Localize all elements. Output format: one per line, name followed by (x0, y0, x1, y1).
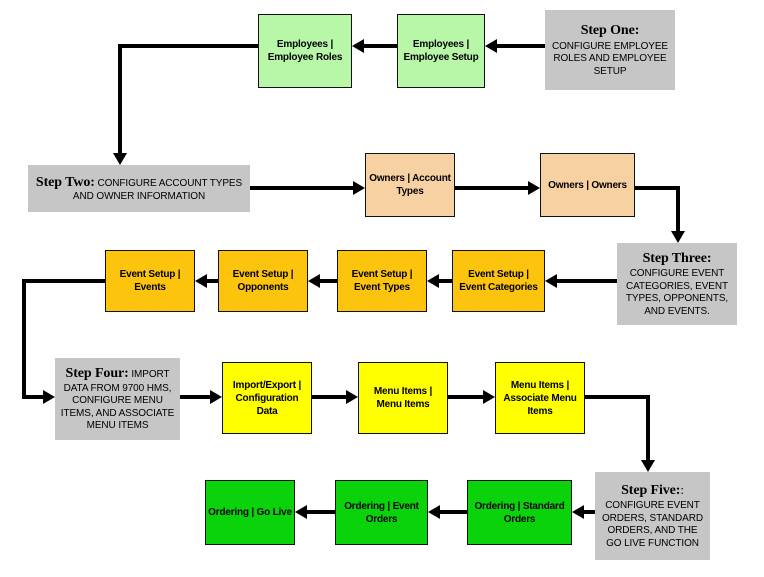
arrow-line (320, 279, 337, 283)
step-four-title: Step Four: (65, 366, 129, 382)
node-ordering-standard-orders: Ordering | Standard Orders (467, 480, 572, 545)
node-ordering-event-orders: Ordering | Event Orders (335, 480, 428, 545)
node-import-export-configuration-data: Import/Export | Configuration Data (222, 362, 312, 434)
node-step-two: Step Two: CONFIGURE ACCOUNT TYPES AND OW… (28, 165, 250, 212)
arrowhead-right-icon (483, 390, 495, 404)
step-two-title: Step Two: (35, 174, 95, 190)
arrowhead-left-icon (428, 505, 440, 519)
arrow-line (120, 44, 258, 48)
arrowhead-left-icon (352, 39, 364, 53)
arrow-line (22, 395, 43, 399)
step-four-body: IMPORT DATA FROM 9700 HMS, CONFIGURE MEN… (60, 369, 175, 432)
arrow-line (497, 44, 545, 48)
arrowhead-left-icon (295, 505, 307, 519)
arrowhead-left-icon (427, 274, 439, 288)
node-menu-items-menu-items: Menu Items | Menu Items (358, 362, 448, 434)
step-three-body: CONFIGURE EVENT CATEGORIES, EVENT TYPES,… (625, 268, 729, 317)
arrowhead-left-icon (545, 274, 557, 288)
arrow-line (312, 395, 346, 399)
arrow-line (118, 44, 122, 153)
arrow-line (635, 186, 680, 190)
arrow-line (207, 279, 218, 283)
arrow-line (180, 395, 210, 399)
arrow-line (448, 395, 483, 399)
node-employees-employee-setup: Employees | Employee Setup (397, 14, 485, 88)
node-event-setup-opponents: Event Setup | Opponents (218, 250, 308, 312)
node-owners-owners: Owners | Owners (540, 153, 635, 217)
arrow-line (307, 510, 335, 514)
arrow-line (455, 186, 528, 190)
arrow-line (676, 186, 680, 231)
arrowhead-right-icon (346, 390, 358, 404)
step-one-title: Step One: (580, 23, 640, 38)
step-five-title: Step Five: (621, 482, 681, 498)
node-employees-employee-roles: Employees | Employee Roles (258, 14, 352, 88)
arrow-line (557, 279, 617, 283)
arrowhead-right-icon (353, 181, 365, 195)
step-two-body: CONFIGURE ACCOUNT TYPES AND OWNER INFORM… (72, 177, 243, 203)
arrow-line (646, 395, 650, 460)
arrow-line (585, 395, 650, 399)
step-three-title: Step Three: (642, 250, 712, 266)
node-step-three: Step Three: CONFIGURE EVENT CATEGORIES, … (617, 243, 737, 325)
arrowhead-left-icon (572, 505, 584, 519)
arrowhead-down-icon (113, 153, 127, 165)
arrow-line (22, 279, 105, 283)
node-step-one: Step One: CONFIGURE EMPLOYEE ROLES AND E… (545, 10, 675, 90)
arrow-line (439, 279, 452, 283)
arrow-line (250, 186, 353, 190)
step-five-body: CONFIGURE EVENT ORDERS, STANDARD ORDERS,… (601, 500, 703, 549)
arrowhead-left-icon (308, 274, 320, 288)
node-event-setup-event-categories: Event Setup | Event Categories (452, 250, 545, 312)
arrow-line (584, 510, 595, 514)
arrowhead-left-icon (195, 274, 207, 288)
node-ordering-go-live: Ordering | Go Live (205, 480, 295, 545)
node-step-four: Step Four: IMPORT DATA FROM 9700 HMS, CO… (55, 358, 180, 440)
node-menu-items-associate-menu-items: Menu Items | Associate Menu Items (495, 362, 585, 434)
arrow-line (440, 510, 467, 514)
arrowhead-right-icon (43, 390, 55, 404)
arrow-line (364, 44, 397, 48)
node-step-five: Step Five:: CONFIGURE EVENT ORDERS, STAN… (595, 472, 710, 560)
arrowhead-down-icon (671, 231, 685, 243)
node-event-setup-event-types: Event Setup | Event Types (337, 250, 427, 312)
arrowhead-left-icon (485, 39, 497, 53)
step-five-title-suffix: : (680, 481, 684, 497)
arrow-line (22, 279, 26, 399)
node-event-setup-events: Event Setup | Events (105, 250, 195, 312)
arrowhead-right-icon (528, 181, 540, 195)
step-one-body: CONFIGURE EMPLOYEE ROLES AND EMPLOYEE SE… (552, 40, 668, 77)
arrowhead-down-icon (641, 460, 655, 472)
node-owners-account-types: Owners | Account Types (365, 153, 455, 217)
arrowhead-right-icon (210, 390, 222, 404)
